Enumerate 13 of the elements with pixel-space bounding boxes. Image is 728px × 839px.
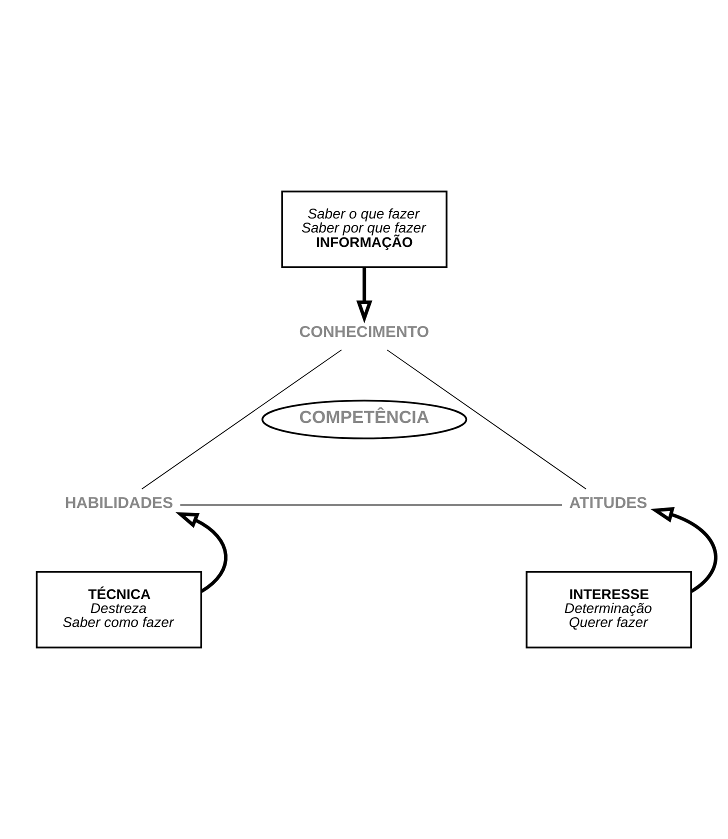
node-box: TÉCNICA Destreza Saber como fazer [36,570,202,648]
arrow [175,512,228,593]
node-ellipse: COMPETÊNCIA [262,400,468,440]
node-text: CONHECIMENTO [299,324,430,341]
node-text: ATITUDES [569,494,648,512]
arrow [356,267,372,324]
arrow [650,507,718,593]
connector [141,350,342,490]
node-box: INTERESSE Determinação Querer fazer [526,570,692,648]
connector [386,350,586,490]
connector [180,504,562,506]
node-box: Saber o que fazer Saber por que fazer INFORMAÇÃO [281,190,448,268]
node-text: HABILIDADES [64,494,174,512]
